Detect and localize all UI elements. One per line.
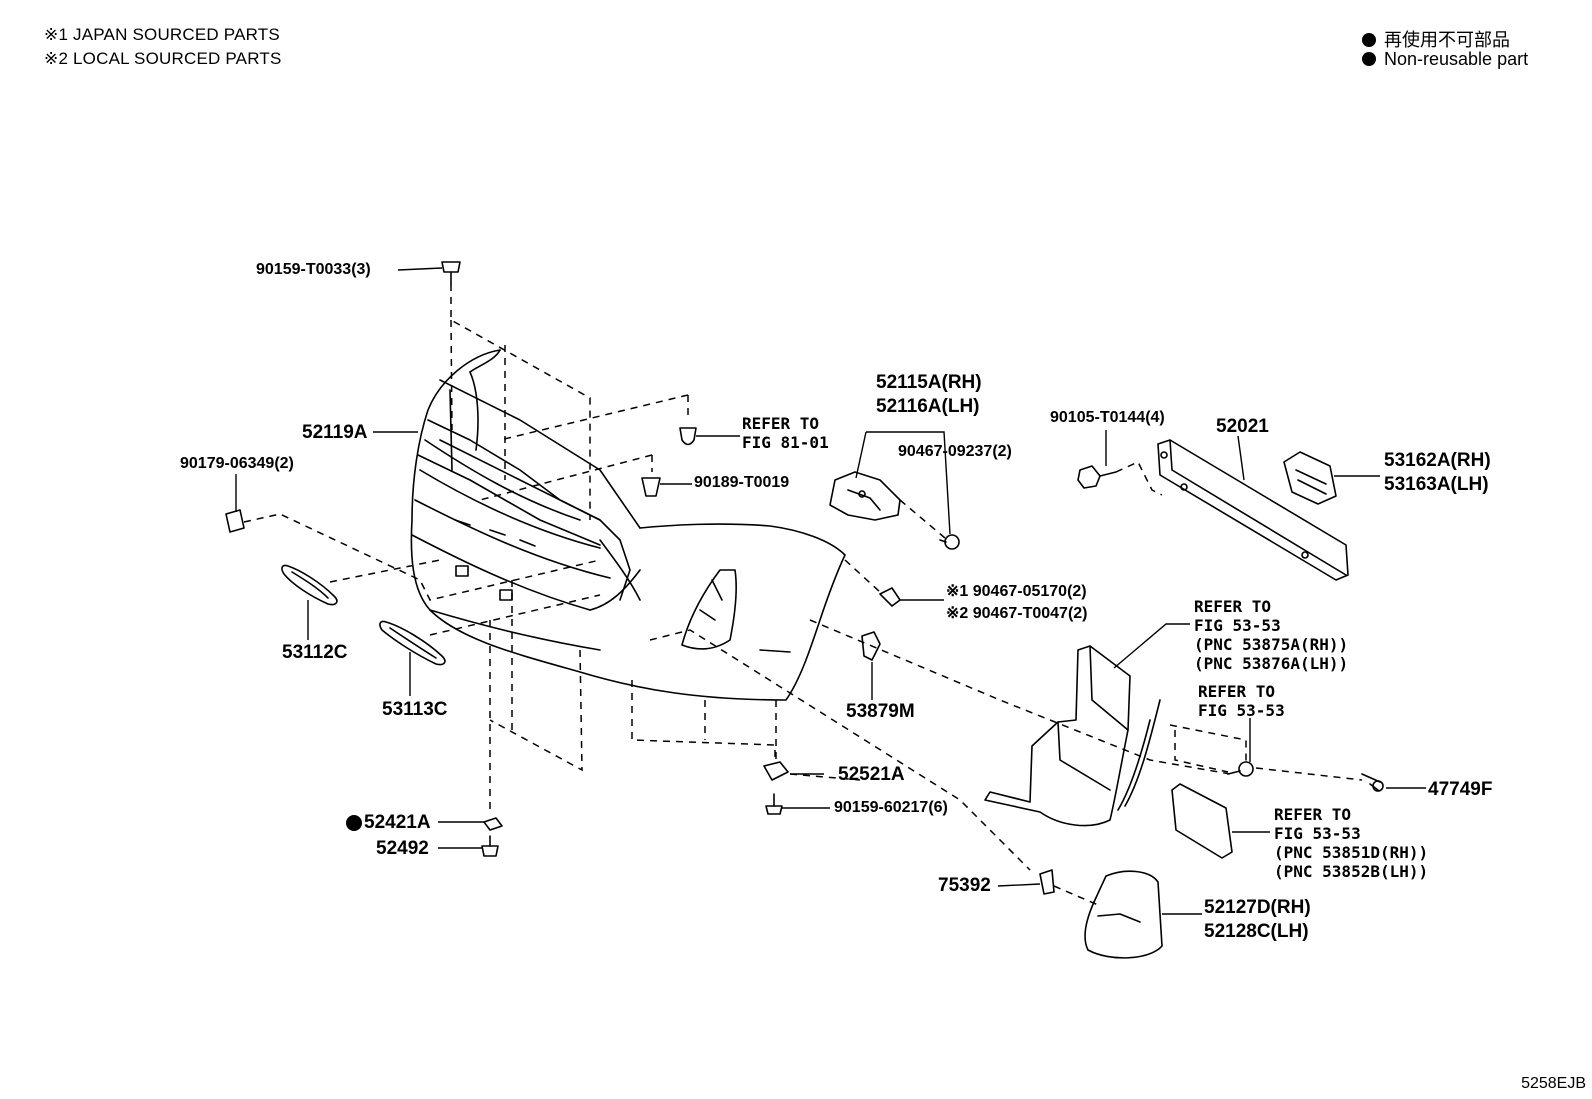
mudguard-52127d-drawing — [1084, 870, 1163, 959]
bolt-52492-drawing — [481, 835, 499, 857]
bolt-90159-60217-drawing — [765, 793, 783, 815]
leader-lines — [235, 267, 1426, 915]
clip-90189-drawing — [641, 477, 661, 497]
mudflap-drawing — [1171, 783, 1233, 859]
non-reusable-dot-icon — [346, 815, 362, 831]
screw-90467-09237-drawing — [939, 534, 960, 550]
refer-fig-53-53-liner: REFER TO FIG 53-53 (PNC 53875A(RH)) (PNC… — [1194, 597, 1349, 673]
clip-90467-05170-drawing — [879, 587, 901, 607]
label-52021: 52021 — [1216, 416, 1269, 437]
screw-47749f-drawing — [1361, 773, 1384, 792]
note-local-sourced: ※2 LOCAL SOURCED PARTS — [44, 49, 282, 68]
screw-fig53-drawing — [1227, 761, 1254, 777]
label-53113c: 53113C — [382, 699, 448, 720]
nut-52421a-drawing — [483, 817, 503, 831]
refer-fig-53-53-mudflap: REFER TO FIG 53-53 (PNC 53851D(RH)) (PNC… — [1274, 805, 1429, 881]
bolt-90159-t0033-drawing — [441, 261, 461, 285]
label-75392: 75392 — [938, 875, 991, 896]
legend-en-text: Non-reusable part — [1384, 49, 1529, 69]
nut-52521a-drawing — [763, 761, 789, 781]
label-90467-09237: 90467-09237(2) — [898, 443, 1012, 460]
bullet-icon — [1362, 52, 1376, 66]
bracket-53162a-drawing — [1283, 451, 1337, 505]
label-52521a: 52521A — [838, 764, 905, 785]
label-53162a-rh: 53162A(RH) — [1384, 450, 1491, 471]
reinforcement-52021-drawing — [1157, 439, 1349, 581]
label-90179-06349: 90179-06349(2) — [180, 455, 294, 472]
label-52116a-lh: 52116A(LH) — [876, 396, 980, 417]
bolt-90105-drawing — [1077, 465, 1117, 489]
label-90467-05170: ※1 90467-05170(2) — [946, 583, 1087, 600]
label-52119a: 52119A — [302, 422, 368, 443]
fender-liner-drawing — [984, 645, 1161, 827]
clip-75392-drawing — [1039, 869, 1055, 895]
figure-code: 5258EJB — [1521, 1075, 1586, 1092]
label-90159-t0033: 90159-T0033(3) — [256, 261, 371, 278]
reflector-53112c-drawing — [281, 564, 338, 606]
refer-fig-53-53-screw: REFER TO FIG 53-53 — [1198, 682, 1285, 720]
assembly-lines — [243, 284, 1363, 906]
label-52127d-rh: 52127D(RH) — [1204, 897, 1311, 918]
bullet-icon — [1362, 33, 1376, 47]
note-japan-sourced: ※1 JAPAN SOURCED PARTS — [44, 25, 280, 44]
legend-jp-text: 再使用不可部品 — [1384, 30, 1510, 50]
label-90189-t0019: 90189-T0019 — [694, 474, 790, 491]
clip-fig81-drawing — [679, 427, 697, 446]
label-53112c: 53112C — [282, 642, 348, 663]
label-52492: 52492 — [376, 838, 429, 859]
label-90159-60217: 90159-60217(6) — [834, 799, 948, 816]
bumper-retainer-drawing — [417, 419, 631, 601]
label-90105-t0144: 90105-T0144(4) — [1050, 409, 1165, 426]
reflector-53113c-drawing — [379, 620, 446, 666]
label-52115a-rh: 52115A(RH) — [876, 372, 982, 393]
label-90467-t0047: ※2 90467-T0047(2) — [946, 605, 1088, 622]
bumper-cover-drawing — [410, 349, 846, 701]
label-52421a: 52421A — [364, 812, 431, 833]
label-53879m: 53879M — [846, 701, 915, 722]
legend-non-reusable-en: Non-reusable part — [1362, 49, 1528, 70]
side-bracket-drawing — [829, 471, 901, 521]
label-53163a-lh: 53163A(LH) — [1384, 474, 1489, 495]
legend-non-reusable-jp: 再使用不可部品 — [1362, 26, 1510, 52]
nut-90179-drawing — [225, 509, 245, 533]
retainer-53879m-drawing — [861, 631, 881, 661]
label-52128c-lh: 52128C(LH) — [1204, 921, 1309, 942]
label-47749f: 47749F — [1428, 779, 1493, 800]
refer-fig-81-01: REFER TO FIG 81-01 — [742, 414, 829, 452]
